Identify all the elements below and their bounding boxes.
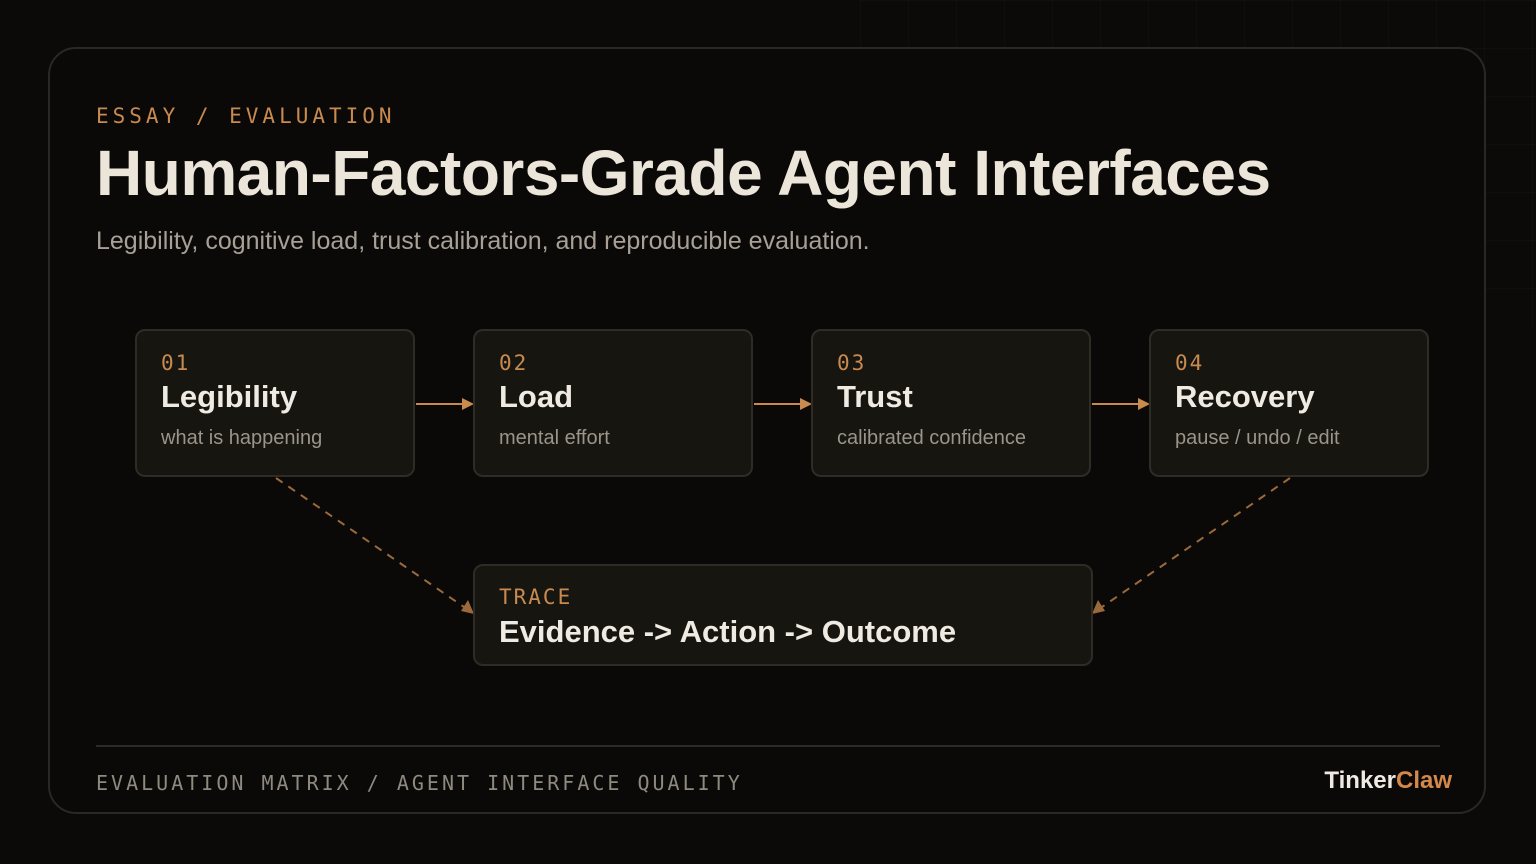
page-subtitle: Legibility, cognitive load, trust calibr… [96, 227, 870, 255]
page-title: Human-Factors-Grade Agent Interfaces [96, 137, 1271, 209]
step-number: 02 [499, 351, 529, 375]
step-description: what is happening [161, 427, 323, 449]
footer-divider [96, 745, 1440, 747]
step-label: Legibility [161, 379, 298, 414]
step-label: Trust [837, 379, 913, 414]
footer-caption: EVALUATION MATRIX / AGENT INTERFACE QUAL… [96, 771, 743, 795]
eyebrow-label: ESSAY / EVALUATION [96, 104, 396, 128]
step-number: 01 [161, 351, 191, 375]
trace-node: TRACE Evidence -> Action -> Outcome [473, 564, 1093, 666]
step-node-load: 02 Load mental effort [473, 329, 753, 477]
step-description: pause / undo / edit [1175, 427, 1340, 449]
step-number: 04 [1175, 351, 1205, 375]
step-node-recovery: 04 Recovery pause / undo / edit [1149, 329, 1429, 477]
trace-flow: Evidence -> Action -> Outcome [499, 614, 957, 649]
step-description: calibrated confidence [837, 427, 1027, 449]
step-label: Recovery [1175, 379, 1315, 414]
step-node-legibility: 01 Legibility what is happening [135, 329, 415, 477]
brand-name-part2: Claw [1395, 767, 1452, 794]
trace-tag: TRACE [499, 585, 573, 609]
step-node-trust: 03 Trust calibrated confidence [811, 329, 1091, 477]
step-label: Load [499, 379, 574, 414]
brand-name-part1: Tinker [1324, 767, 1396, 794]
brand-logo: TinkerClaw [1324, 767, 1452, 795]
step-description: mental effort [499, 427, 610, 449]
step-number: 03 [837, 351, 867, 375]
